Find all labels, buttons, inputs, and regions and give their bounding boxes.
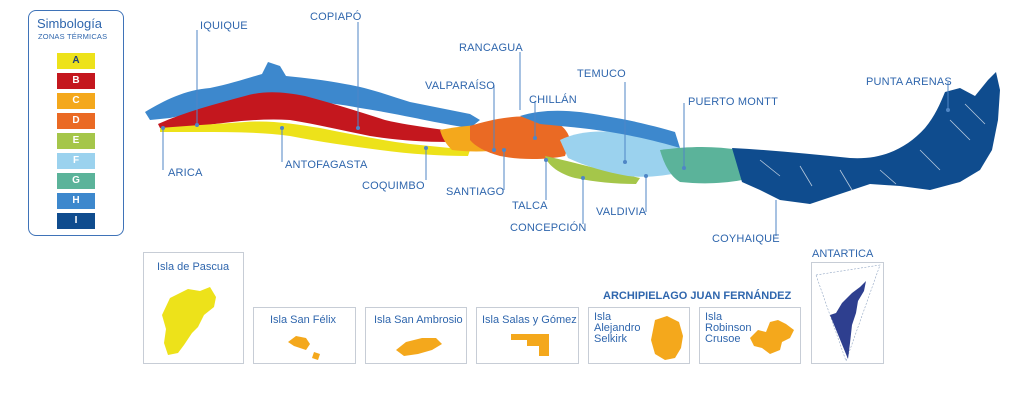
selkirk-line-1: Isla [594, 311, 612, 323]
city-iquique: IQUIQUE [200, 20, 248, 32]
inset-title-antartica: ANTARTICA [812, 248, 874, 260]
inset-title-crusoe: Isla Robinson Crusoe [705, 312, 751, 345]
city-valdivia: VALDIVIA [596, 206, 647, 218]
inset-title-san-felix: Isla San Félix [270, 314, 337, 326]
inset-isla-robinson-crusoe: Isla Robinson Crusoe [699, 307, 801, 364]
inset-title-salas-gomez: Isla Salas y Gómez [482, 314, 577, 326]
city-concepcion: CONCEPCIÓN [510, 222, 587, 234]
legend-swatch-e: E [57, 133, 95, 149]
legend-swatch-g: G [57, 173, 95, 189]
legend-swatch-a: A [57, 53, 95, 69]
city-santiago: SANTIAGO [446, 186, 505, 198]
zone-e [545, 156, 640, 184]
city-copiapo: COPIAPÓ [310, 11, 362, 23]
crusoe-line-2: Robinson [705, 322, 752, 334]
legend-swatch-c: C [57, 93, 95, 109]
selkirk-line-3: Selkirk [594, 333, 628, 345]
zone-i [732, 72, 1000, 204]
inset-isla-alejandro-selkirk: Isla Alejandro Selkirk [588, 307, 690, 364]
city-arica: ARICA [168, 167, 203, 179]
city-valparaiso: VALPARAÍSO [425, 80, 496, 92]
city-dots [161, 108, 950, 180]
city-antofagasta: ANTOFAGASTA [285, 159, 368, 171]
city-temuco: TEMUCO [577, 68, 626, 80]
inset-isla-san-ambrosio: Isla San Ambrosio [365, 307, 467, 364]
city-punta-arenas: PUNTA ARENAS [866, 76, 952, 88]
juan-fernandez-title: ARCHIPIELAGO JUAN FERNÁNDEZ [603, 290, 792, 302]
city-coquimbo: COQUIMBO [362, 180, 425, 192]
legend-swatch-f: F [57, 153, 95, 169]
zone-h-north [145, 62, 480, 128]
antartica-shape [815, 264, 881, 362]
island-selkirk-shape [651, 316, 683, 360]
island-pascua-shape [162, 287, 216, 355]
legend-title: Simbología [37, 16, 103, 31]
crusoe-line-3: Crusoe [705, 333, 741, 345]
city-chillan: CHILLÁN [529, 94, 577, 106]
island-san-ambrosio-shape [396, 338, 442, 356]
zone-h-mid [520, 110, 680, 148]
zone-b [158, 92, 455, 142]
inset-title-pascua: Isla de Pascua [157, 261, 230, 273]
zone-f [560, 131, 682, 177]
legend-swatch-h: H [57, 193, 95, 209]
leader-lines [162, 22, 949, 236]
legend-swatch-d: D [57, 113, 95, 129]
zone-a [160, 121, 470, 156]
inset-title-selkirk: Isla Alejandro Selkirk [594, 312, 640, 345]
city-talca: TALCA [512, 200, 548, 212]
island-crusoe-shape [750, 320, 794, 354]
inset-isla-san-felix: Isla San Félix [253, 307, 356, 364]
fjord-lines [759, 103, 986, 191]
island-san-felix-shape [288, 336, 320, 360]
inset-antartica [811, 262, 884, 364]
inset-title-san-ambrosio: Isla San Ambrosio [374, 314, 463, 326]
city-rancagua: RANCAGUA [459, 42, 523, 54]
inset-isla-salas-y-gomez: Isla Salas y Gómez [476, 307, 579, 364]
legend-swatch-b: B [57, 73, 95, 89]
inset-isla-de-pascua: Isla de Pascua [143, 252, 244, 364]
city-puerto-montt: PUERTO MONTT [688, 96, 778, 108]
selkirk-line-2: Alejandro [594, 322, 641, 334]
city-coyhaique: COYHAIQUE [712, 233, 780, 245]
zone-g [660, 147, 742, 184]
legend-subtitle: ZONAS TÉRMICAS [38, 32, 108, 41]
island-salas-gomez-shape [511, 334, 549, 356]
crusoe-line-1: Isla [705, 311, 723, 323]
legend-swatch-i: I [57, 213, 95, 229]
